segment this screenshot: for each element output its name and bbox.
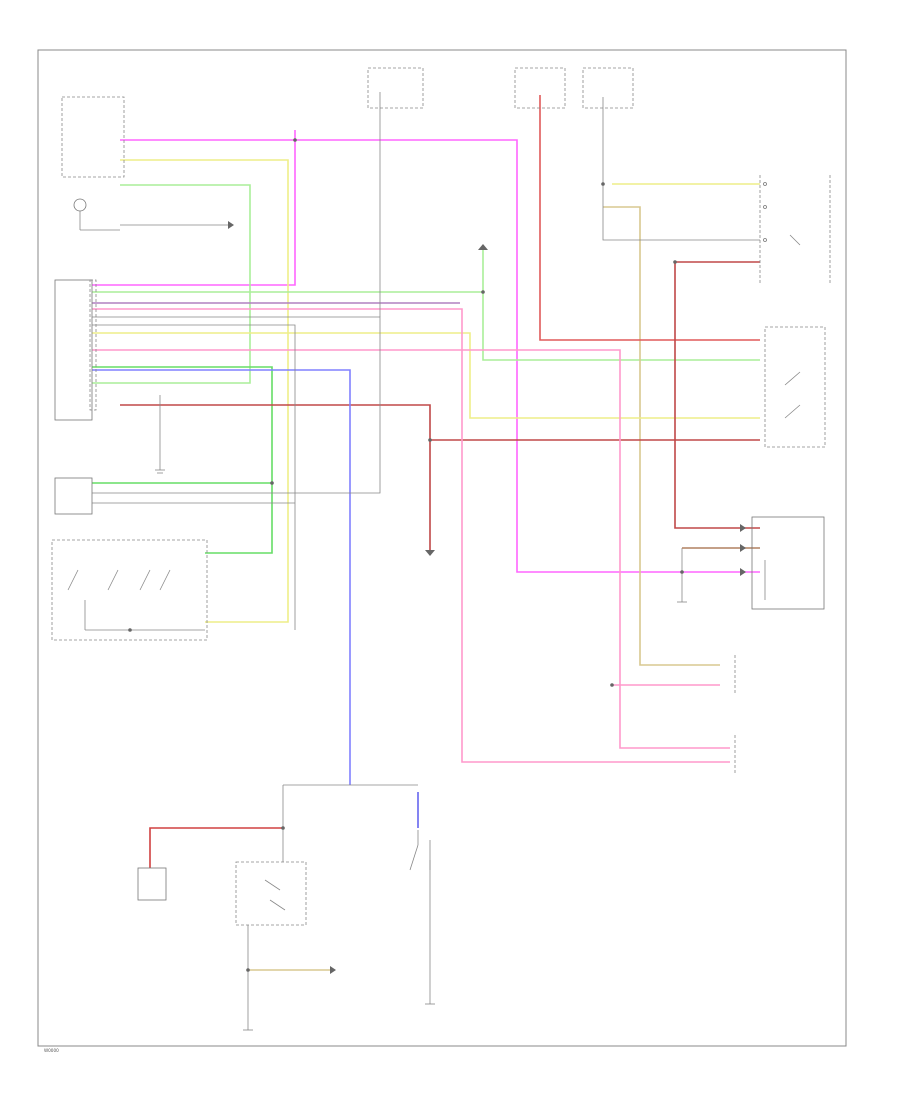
wire-red-5 [674,262,760,529]
wire-gray-5 [602,97,760,241]
wire-pink-top [120,139,760,573]
range-switch-contacts [264,879,286,911]
cruise-connector-strip [89,279,97,411]
wire-ltgreen-auto [92,482,273,554]
wire-tan-1 [603,206,720,666]
auto-cruise-switch [54,477,93,515]
wire-red-2 [120,404,431,550]
terminal-arrows [228,221,746,974]
clutch-switch [409,830,431,871]
at-transmission-box [751,516,825,610]
combination-switch-top [73,198,120,231]
wire-yellow-3 [92,332,760,419]
combination-switch-bank [51,539,208,641]
wire-green-3 [482,292,760,361]
fuse-top-3 [582,67,634,109]
wire-gray-1 [92,324,296,630]
brake-switch-contacts [784,371,801,419]
transmission-range-switch [235,861,307,926]
diagram-frame [37,49,847,1047]
junction-dots [128,138,684,972]
wire-green-1 [92,184,251,384]
fuse-top-2 [514,67,566,109]
brake-light-switch [764,326,826,448]
ignition-switch [137,867,167,901]
wire-pinklt-1 [92,308,730,763]
ground-symbols [155,465,687,1031]
wire-pinklt-2 [92,349,730,749]
footer-code: W0000 [44,1048,59,1053]
wire-yellow-1 [120,159,289,623]
wire-red-1 [539,95,760,341]
module-top-left [61,96,125,178]
wire-pink-drop [92,130,296,286]
relay-box [759,175,831,285]
fuse-top-1 [367,67,424,109]
wire-red-switch [149,827,283,868]
cruise-control-unit [54,279,93,421]
wire-blue-1 [92,369,351,785]
wire-ltgreen-2 [92,366,273,483]
wire-gray-2 [92,316,381,494]
